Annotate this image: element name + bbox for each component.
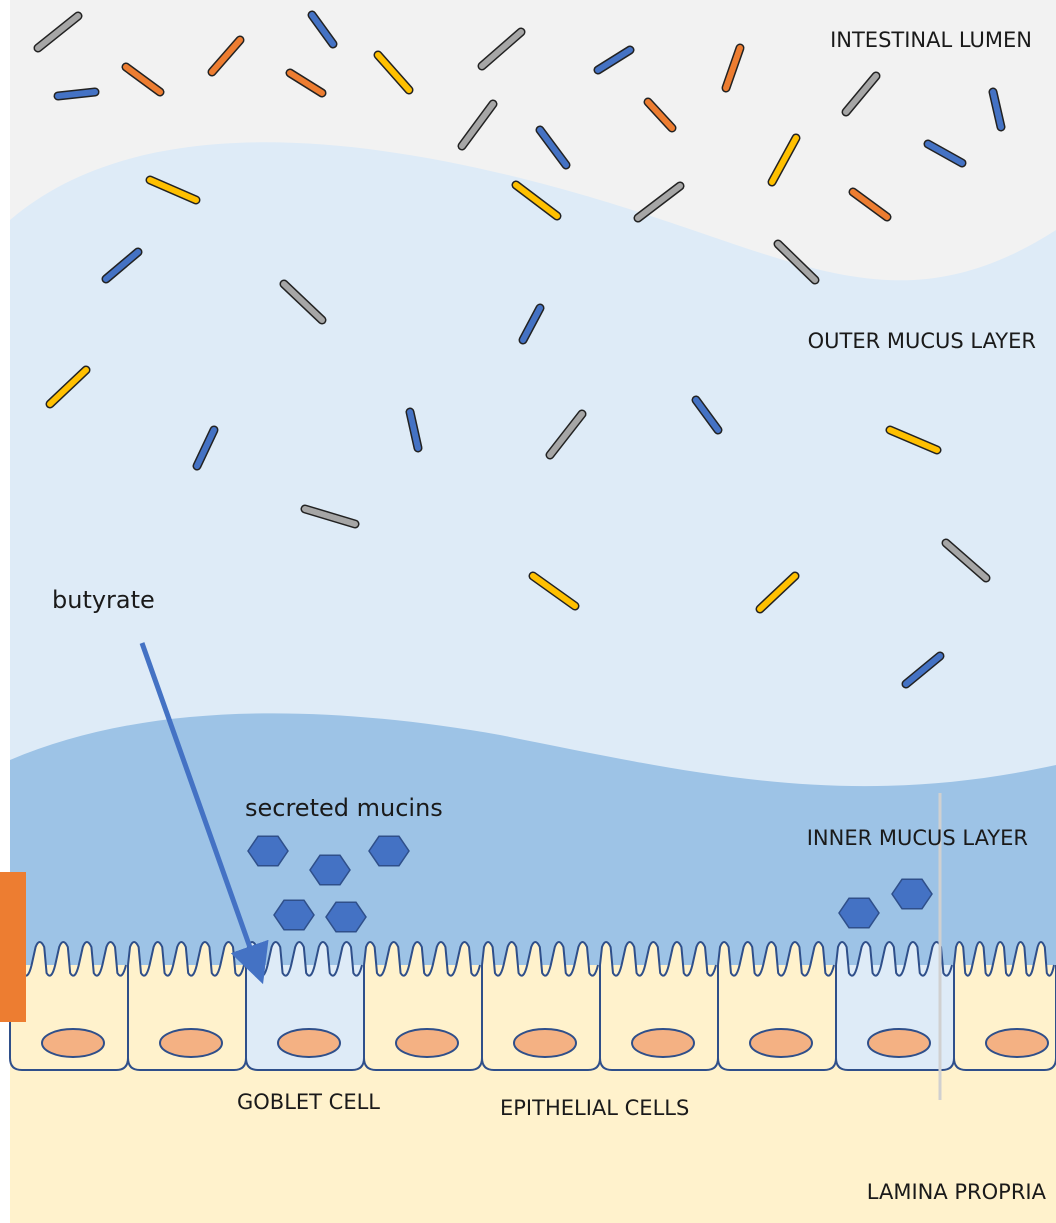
cell-nucleus	[750, 1029, 812, 1057]
label-epithelial-cells: EPITHELIAL CELLS	[500, 1096, 689, 1120]
label-butyrate: butyrate	[52, 586, 155, 614]
cell-nucleus	[868, 1029, 930, 1057]
bacterium-blue-icon	[58, 92, 95, 96]
label-outer-mucus-layer: OUTER MUCUS LAYER	[808, 329, 1036, 353]
cell-nucleus	[42, 1029, 104, 1057]
cell-nucleus	[160, 1029, 222, 1057]
cell-nucleus	[278, 1029, 340, 1057]
label-intestinal-lumen: INTESTINAL LUMEN	[830, 28, 1032, 52]
cell-nucleus	[632, 1029, 694, 1057]
label-inner-mucus-layer: INNER MUCUS LAYER	[807, 826, 1028, 850]
side-marker	[0, 872, 26, 1022]
cell-nucleus	[514, 1029, 576, 1057]
label-secreted-mucins: secreted mucins	[245, 794, 443, 822]
cell-nucleus	[986, 1029, 1048, 1057]
cell-nucleus	[396, 1029, 458, 1057]
label-goblet-cell: GOBLET CELL	[237, 1090, 380, 1114]
label-lamina-propria: LAMINA PROPRIA	[867, 1180, 1047, 1204]
